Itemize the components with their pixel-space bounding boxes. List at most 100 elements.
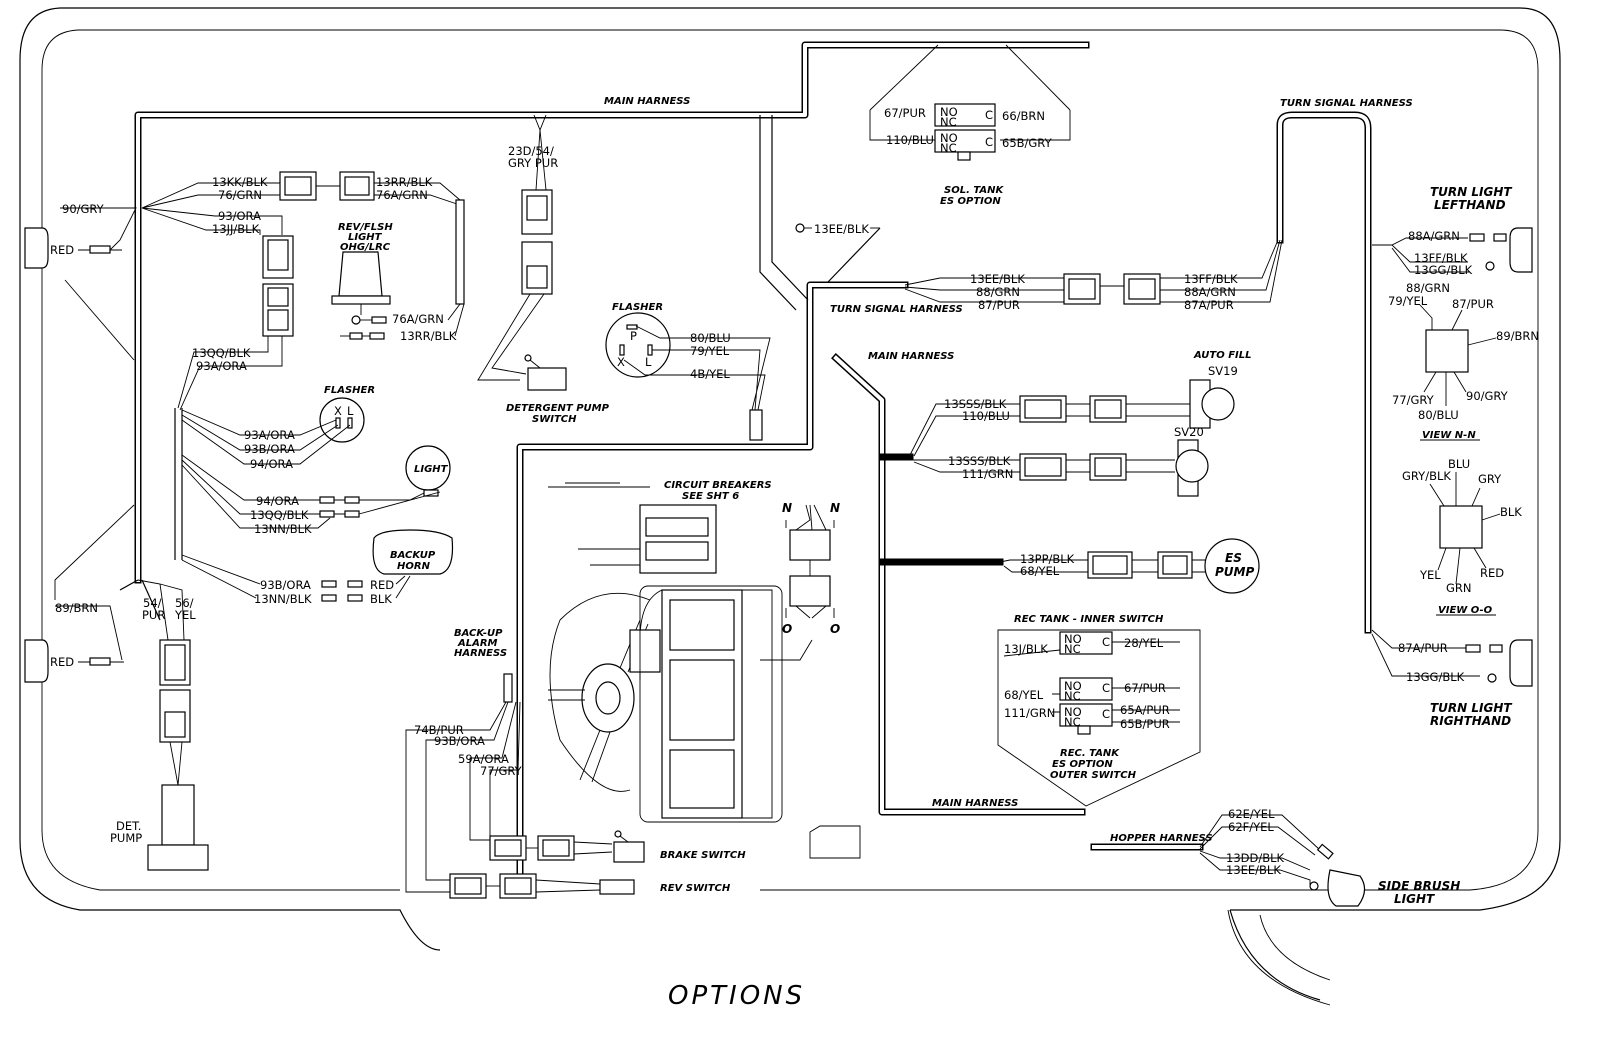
wire-13jj: 13JJ/BLK	[212, 222, 260, 236]
backup-alarm-label-3: HARNESS	[454, 648, 507, 659]
ground-13ee-top	[795, 223, 805, 233]
wire-red-bot: RED	[50, 655, 74, 669]
es-pump-label-1: ES	[1225, 551, 1242, 565]
wire-59aora: 59A/ORA	[458, 752, 509, 766]
harness-branch-1	[759, 115, 809, 311]
turn-signal-harness-right	[1276, 111, 1372, 634]
circuit-breakers-label-1: CIRCUIT BREAKERS	[664, 480, 772, 491]
wire-62e: 62E/YEL	[1228, 807, 1275, 821]
det-pump	[161, 784, 195, 846]
auto-fill-label: AUTO FILL	[1193, 350, 1252, 361]
rev-light-harness-bar	[455, 199, 465, 305]
wire-13rr-a: 13RR/BLK	[376, 175, 433, 189]
rev-flsh-light	[338, 251, 383, 297]
wire-56yel-2: YEL	[174, 608, 196, 622]
wire-110blu: 110/BLU	[886, 133, 934, 147]
backup-horn	[372, 529, 454, 575]
rev-flsh-light-label-2: LIGHT	[348, 232, 383, 243]
circuit-breaker-panel	[639, 504, 717, 574]
wire-13nn: 13NN/BLK	[254, 522, 312, 536]
circuit-breakers-label-2: SEE SHT 6	[682, 491, 739, 502]
wire-grn-r: GRN	[1446, 581, 1472, 595]
wire-65bgry: 65B/GRY	[1002, 136, 1053, 150]
side-brush-light	[1327, 869, 1366, 907]
harness-branch-4	[119, 579, 161, 621]
marker-o2: O	[830, 622, 840, 636]
backup-alarm-label-1: BACK-UP	[454, 628, 503, 639]
machine-outline-inner	[41, 29, 1539, 891]
view-oo-label: VIEW O-O	[1438, 605, 1493, 616]
lamp-right-top	[1509, 227, 1533, 273]
rev-flsh-light-label-1: REV/FLSH	[338, 222, 393, 233]
wire-93bora-2: 93B/ORA	[260, 578, 311, 592]
svg-text:C: C	[1102, 707, 1110, 721]
steering-wheel	[549, 592, 651, 792]
turn-light-lh-label-1: TURN LIGHT	[1430, 185, 1512, 199]
wire-88agrn: 88A/GRN	[1184, 285, 1236, 299]
wire-90gry-r: 90/GRY	[1466, 389, 1509, 403]
view-nn-label: VIEW N-N	[1422, 430, 1476, 441]
detergent-switch-label-2: SWITCH	[532, 414, 577, 425]
wire-88grn: 88/GRN	[976, 285, 1020, 299]
wire-87pur: 87/PUR	[978, 298, 1020, 312]
wire-65bpur: 65B/PUR	[1120, 717, 1170, 731]
svg-text:C: C	[985, 108, 993, 122]
wire-13ff-r: 13FF/BLK	[1414, 251, 1468, 265]
wire-13gg-r2: 13GG/BLK	[1406, 670, 1465, 684]
main-harness-label-top: MAIN HARNESS	[604, 96, 690, 107]
wire-80blu-r: 80/BLU	[1418, 408, 1459, 422]
main-harness-right	[831, 353, 1086, 816]
wire-13sss-2: 13SSS/BLK	[948, 454, 1011, 468]
wire-76agrn-2: 76A/GRN	[392, 312, 444, 326]
brake-switch-label: BRAKE SWITCH	[660, 850, 746, 861]
turn-signal-harness-label-mid: TURN SIGNAL HARNESS	[830, 304, 963, 315]
wire-yel-r: YEL	[1419, 568, 1441, 582]
wire-blk-r: BLK	[1500, 505, 1522, 519]
misc-bottom	[760, 825, 1230, 891]
connector-view-oo	[1439, 505, 1483, 549]
wire-54pur-1: 54/	[143, 596, 162, 610]
rec-tank-outer-label-1: REC. TANK	[1060, 748, 1120, 759]
wire-90gry: 90/GRY	[62, 202, 105, 216]
svg-text:L: L	[645, 355, 652, 369]
rec-tank-switch-2	[1059, 677, 1113, 701]
side-brush-light-label-1: SIDE BRUSH	[1378, 879, 1460, 893]
block-n	[789, 529, 831, 561]
sol-tank-switch-1	[934, 103, 996, 127]
wire-89brn-r: 89/BRN	[1496, 329, 1539, 343]
svg-text:P: P	[630, 329, 637, 343]
svg-text:C: C	[1102, 635, 1110, 649]
rev-switch-label: REV SWITCH	[660, 883, 731, 894]
wire-13nn-2: 13NN/BLK	[254, 592, 312, 606]
side-brush-light-label-2: LIGHT	[1394, 892, 1435, 906]
backup-horn-label-2: HORN	[397, 561, 431, 572]
sol-tank-label-2: ES OPTION	[940, 196, 1001, 207]
harness-branch-3	[174, 408, 183, 560]
wire-79yel: 79/YEL	[690, 344, 730, 358]
flasher-left-label: FLASHER	[324, 385, 375, 396]
wire-93bora-3: 93B/ORA	[434, 734, 485, 748]
wire-diag-left	[54, 279, 135, 600]
wire-13ff: 13FF/BLK	[1184, 272, 1238, 286]
wire-13qq: 13QQ/BLK	[192, 346, 251, 360]
flasher-mid-label: FLASHER	[612, 302, 663, 313]
turn-light-rh-label-1: TURN LIGHT	[1430, 701, 1512, 715]
wire-79yel-r: 79/YEL	[1388, 294, 1428, 308]
page-title: OPTIONS	[668, 981, 805, 1011]
main-harness-top	[134, 41, 1090, 584]
wire-blk-horn: BLK	[370, 592, 392, 606]
flasher-left	[319, 397, 365, 443]
wire-77gry-r: 77/GRY	[1392, 393, 1435, 407]
wire-88agrn-r: 88A/GRN	[1408, 229, 1460, 243]
svg-text:L: L	[347, 404, 354, 418]
machine-outline	[19, 7, 1561, 1001]
wire-13gg-r: 13GG/BLK	[1414, 263, 1473, 277]
svg-text:NC: NC	[1064, 715, 1081, 729]
detergent-switch-label-1: DETERGENT PUMP	[506, 403, 610, 414]
marker-n2: N	[830, 501, 840, 515]
block-o	[789, 575, 831, 607]
svg-text:X: X	[334, 404, 342, 418]
wire-13pp: 13PP/BLK	[1020, 552, 1075, 566]
wire-28yel: 28/YEL	[1124, 636, 1164, 650]
